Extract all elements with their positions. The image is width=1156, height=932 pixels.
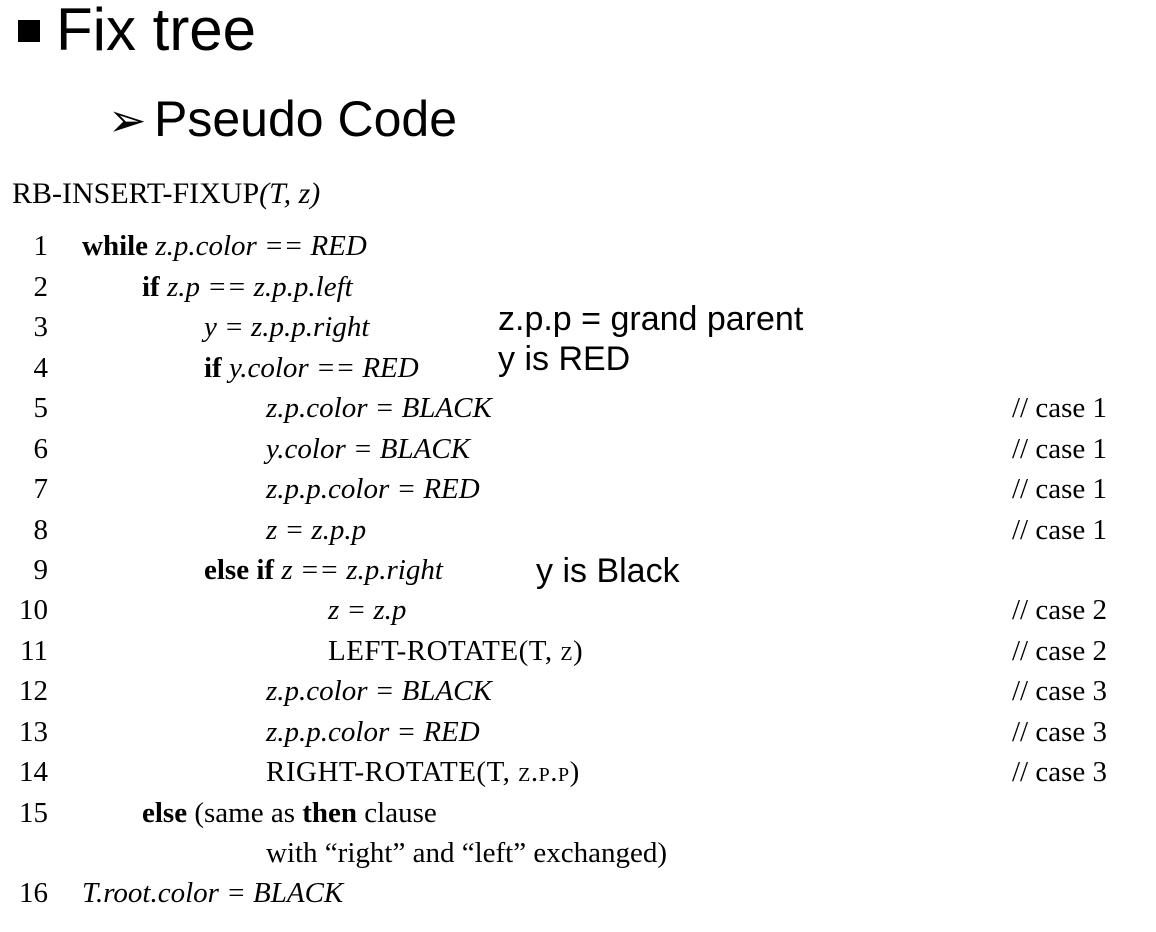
code-line: LEFT-ROTATE(T, z): [328, 631, 583, 671]
line-number: 1: [33, 230, 49, 262]
code-text: z.p.p.color = RED: [266, 473, 480, 505]
code-line: if z.p == z.p.p.left: [142, 267, 353, 307]
note-y-red: y is RED: [498, 340, 631, 378]
code-text: z = z.p: [328, 594, 407, 626]
slide-title: Fix tree: [56, 0, 257, 63]
code-text: with “right” and “left” exchanged): [266, 837, 667, 869]
case-comment: // case 1: [1012, 392, 1108, 424]
line-number: 7: [33, 473, 49, 505]
note-y-black: y is Black: [536, 552, 680, 590]
case-comment: // case 1: [1012, 514, 1108, 546]
algorithm-header: RB-INSERT-FIXUP(T, z): [12, 174, 320, 214]
code-line: while z.p.color == RED: [82, 226, 367, 266]
keyword: else: [142, 797, 188, 829]
code-text: z.p == z.p.p.left: [159, 271, 353, 303]
code-text: RIGHT-ROTATE(T, z.p.p): [266, 756, 580, 788]
code-line: if y.color == RED: [204, 348, 419, 388]
line-number: 11: [20, 635, 48, 667]
algorithm-params: (T, z): [259, 177, 321, 210]
code-text: z.p.color = BLACK: [266, 392, 492, 424]
code-text: z.p.p.color = RED: [266, 716, 480, 748]
code-line: z.p.p.color = RED: [266, 469, 480, 509]
case-comment: // case 2: [1012, 635, 1108, 667]
slide-subtitle: Pseudo Code: [154, 91, 458, 147]
arrow-bullet-icon: ➢: [108, 93, 147, 147]
code-line: y = z.p.p.right: [204, 307, 369, 347]
square-bullet-icon: [18, 20, 40, 42]
code-line: z.p.color = BLACK: [266, 388, 492, 428]
line-number: 5: [33, 392, 49, 424]
code-line: RIGHT-ROTATE(T, z.p.p): [266, 752, 580, 792]
code-text: y = z.p.p.right: [204, 311, 370, 343]
keyword: if: [204, 352, 222, 384]
line-number: 2: [33, 271, 49, 303]
case-comment: // case 3: [1012, 716, 1108, 748]
code-text: clause: [357, 797, 437, 829]
line-number: 10: [19, 594, 48, 626]
keyword: else if: [204, 554, 275, 586]
code-text: y.color = BLACK: [266, 433, 471, 465]
line-number: 16: [19, 877, 48, 909]
case-comment: // case 1: [1012, 473, 1108, 505]
code-line: y.color = BLACK: [266, 429, 470, 469]
code-line: T.root.color = BLACK: [82, 873, 343, 913]
code-text: z.p.color = BLACK: [266, 675, 492, 707]
line-number: 4: [33, 352, 49, 384]
line-number: 8: [33, 514, 49, 546]
code-text: z == z.p.right: [274, 554, 443, 586]
code-line: else if z == z.p.right: [204, 550, 443, 590]
code-line: z = z.p.p: [266, 510, 366, 550]
code-line: z = z.p: [328, 590, 406, 630]
code-line: with “right” and “left” exchanged): [266, 833, 667, 873]
case-comment: // case 3: [1012, 675, 1108, 707]
line-number: 12: [19, 675, 48, 707]
code-text: LEFT-ROTATE(T, z): [328, 635, 584, 667]
case-comment: // case 2: [1012, 594, 1108, 626]
line-number: 9: [33, 554, 49, 586]
code-line: else (same as then clause: [142, 793, 437, 833]
line-number: 13: [19, 716, 48, 748]
code-line: z.p.color = BLACK: [266, 671, 492, 711]
line-number: 6: [33, 433, 49, 465]
code-text: (same as: [187, 797, 303, 829]
code-text: T.root.color = BLACK: [82, 877, 344, 909]
line-number: 14: [19, 756, 48, 788]
case-comment: // case 3: [1012, 756, 1108, 788]
line-number: 15: [19, 797, 48, 829]
keyword: then: [302, 797, 358, 829]
algorithm-name: RB-INSERT-FIXUP: [12, 177, 260, 210]
code-text: y.color == RED: [221, 352, 419, 384]
line-number: 3: [33, 311, 49, 343]
keyword: if: [142, 271, 160, 303]
case-comment: // case 1: [1012, 433, 1108, 465]
note-grandparent: z.p.p = grand parent: [498, 300, 804, 338]
code-text: z = z.p.p: [266, 514, 367, 546]
code-line: z.p.p.color = RED: [266, 712, 480, 752]
keyword: while: [82, 230, 149, 262]
code-text: z.p.color == RED: [148, 230, 367, 262]
